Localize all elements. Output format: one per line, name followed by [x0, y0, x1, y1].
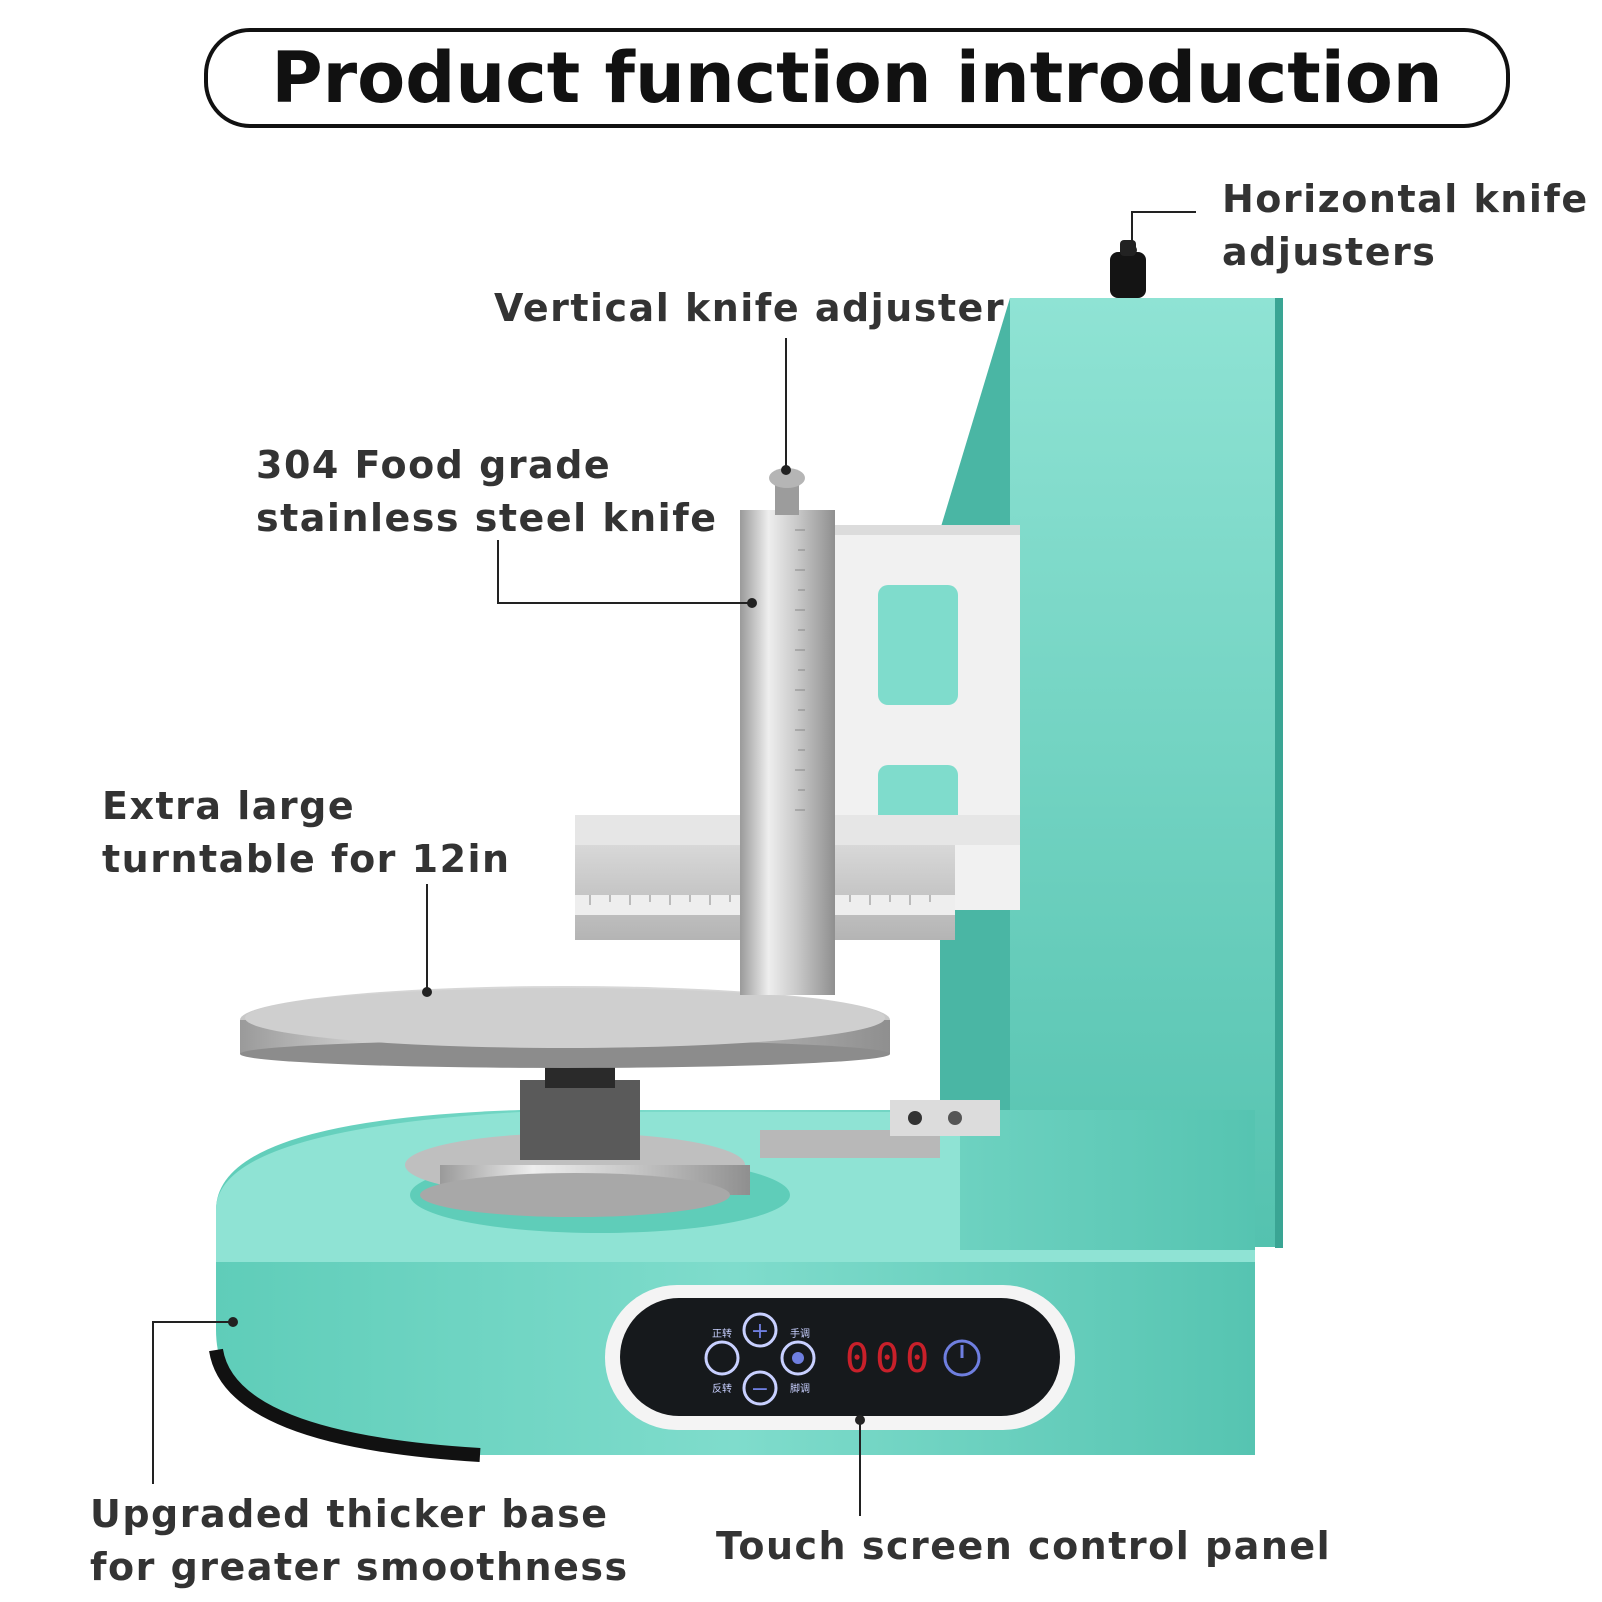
callout-turntable-line1: Extra large [102, 784, 356, 828]
callout-vertical-knife-line1: Vertical knife adjuster [494, 286, 1006, 330]
callout-control-panel-line1: Touch screen control panel [716, 1524, 1332, 1568]
svg-text:+: + [751, 1319, 769, 1344]
control-panel: + − [605, 1285, 1075, 1430]
title-banner: Product function introduction [204, 28, 1510, 128]
callout-turntable-line2: turntable for 12in [102, 837, 511, 881]
vertical-steel-knife [740, 510, 835, 995]
callout-base: Upgraded thicker base for greater smooth… [90, 1488, 629, 1594]
callout-horizontal-knife-line1: Horizontal knife [1222, 177, 1589, 221]
foot-button-label[interactable]: 脚调 [790, 1384, 810, 1395]
callout-control-panel: Touch screen control panel [716, 1520, 1331, 1573]
turntable-spindle [405, 1060, 750, 1217]
callout-base-line2: for greater smoothness [90, 1545, 629, 1589]
svg-text:−: − [751, 1377, 769, 1402]
leader-dots [228, 245, 1137, 1425]
callout-base-line1: Upgraded thicker base [90, 1492, 609, 1536]
page-title: Product function introduction [271, 37, 1443, 119]
manual-button-label[interactable]: 手调 [790, 1329, 810, 1340]
callout-steel-knife-line1: 304 Food grade [256, 443, 612, 487]
reverse-button-label[interactable]: 反转 [712, 1384, 732, 1395]
panel-display: 000 [845, 1336, 936, 1382]
forward-button-label[interactable]: 正转 [712, 1329, 732, 1340]
turntable [240, 986, 890, 1068]
callout-horizontal-knife-line2: adjusters [1222, 230, 1437, 274]
callout-horizontal-knife: Horizontal knife adjusters [1222, 173, 1589, 279]
callout-steel-knife: 304 Food grade stainless steel knife [256, 439, 718, 545]
leader-lines [152, 211, 1196, 1516]
callout-steel-knife-line2: stainless steel knife [256, 496, 718, 540]
vertical-knife-knob [769, 468, 805, 515]
callout-turntable: Extra large turntable for 12in [102, 780, 511, 886]
callout-vertical-knife: Vertical knife adjuster [494, 282, 1005, 335]
